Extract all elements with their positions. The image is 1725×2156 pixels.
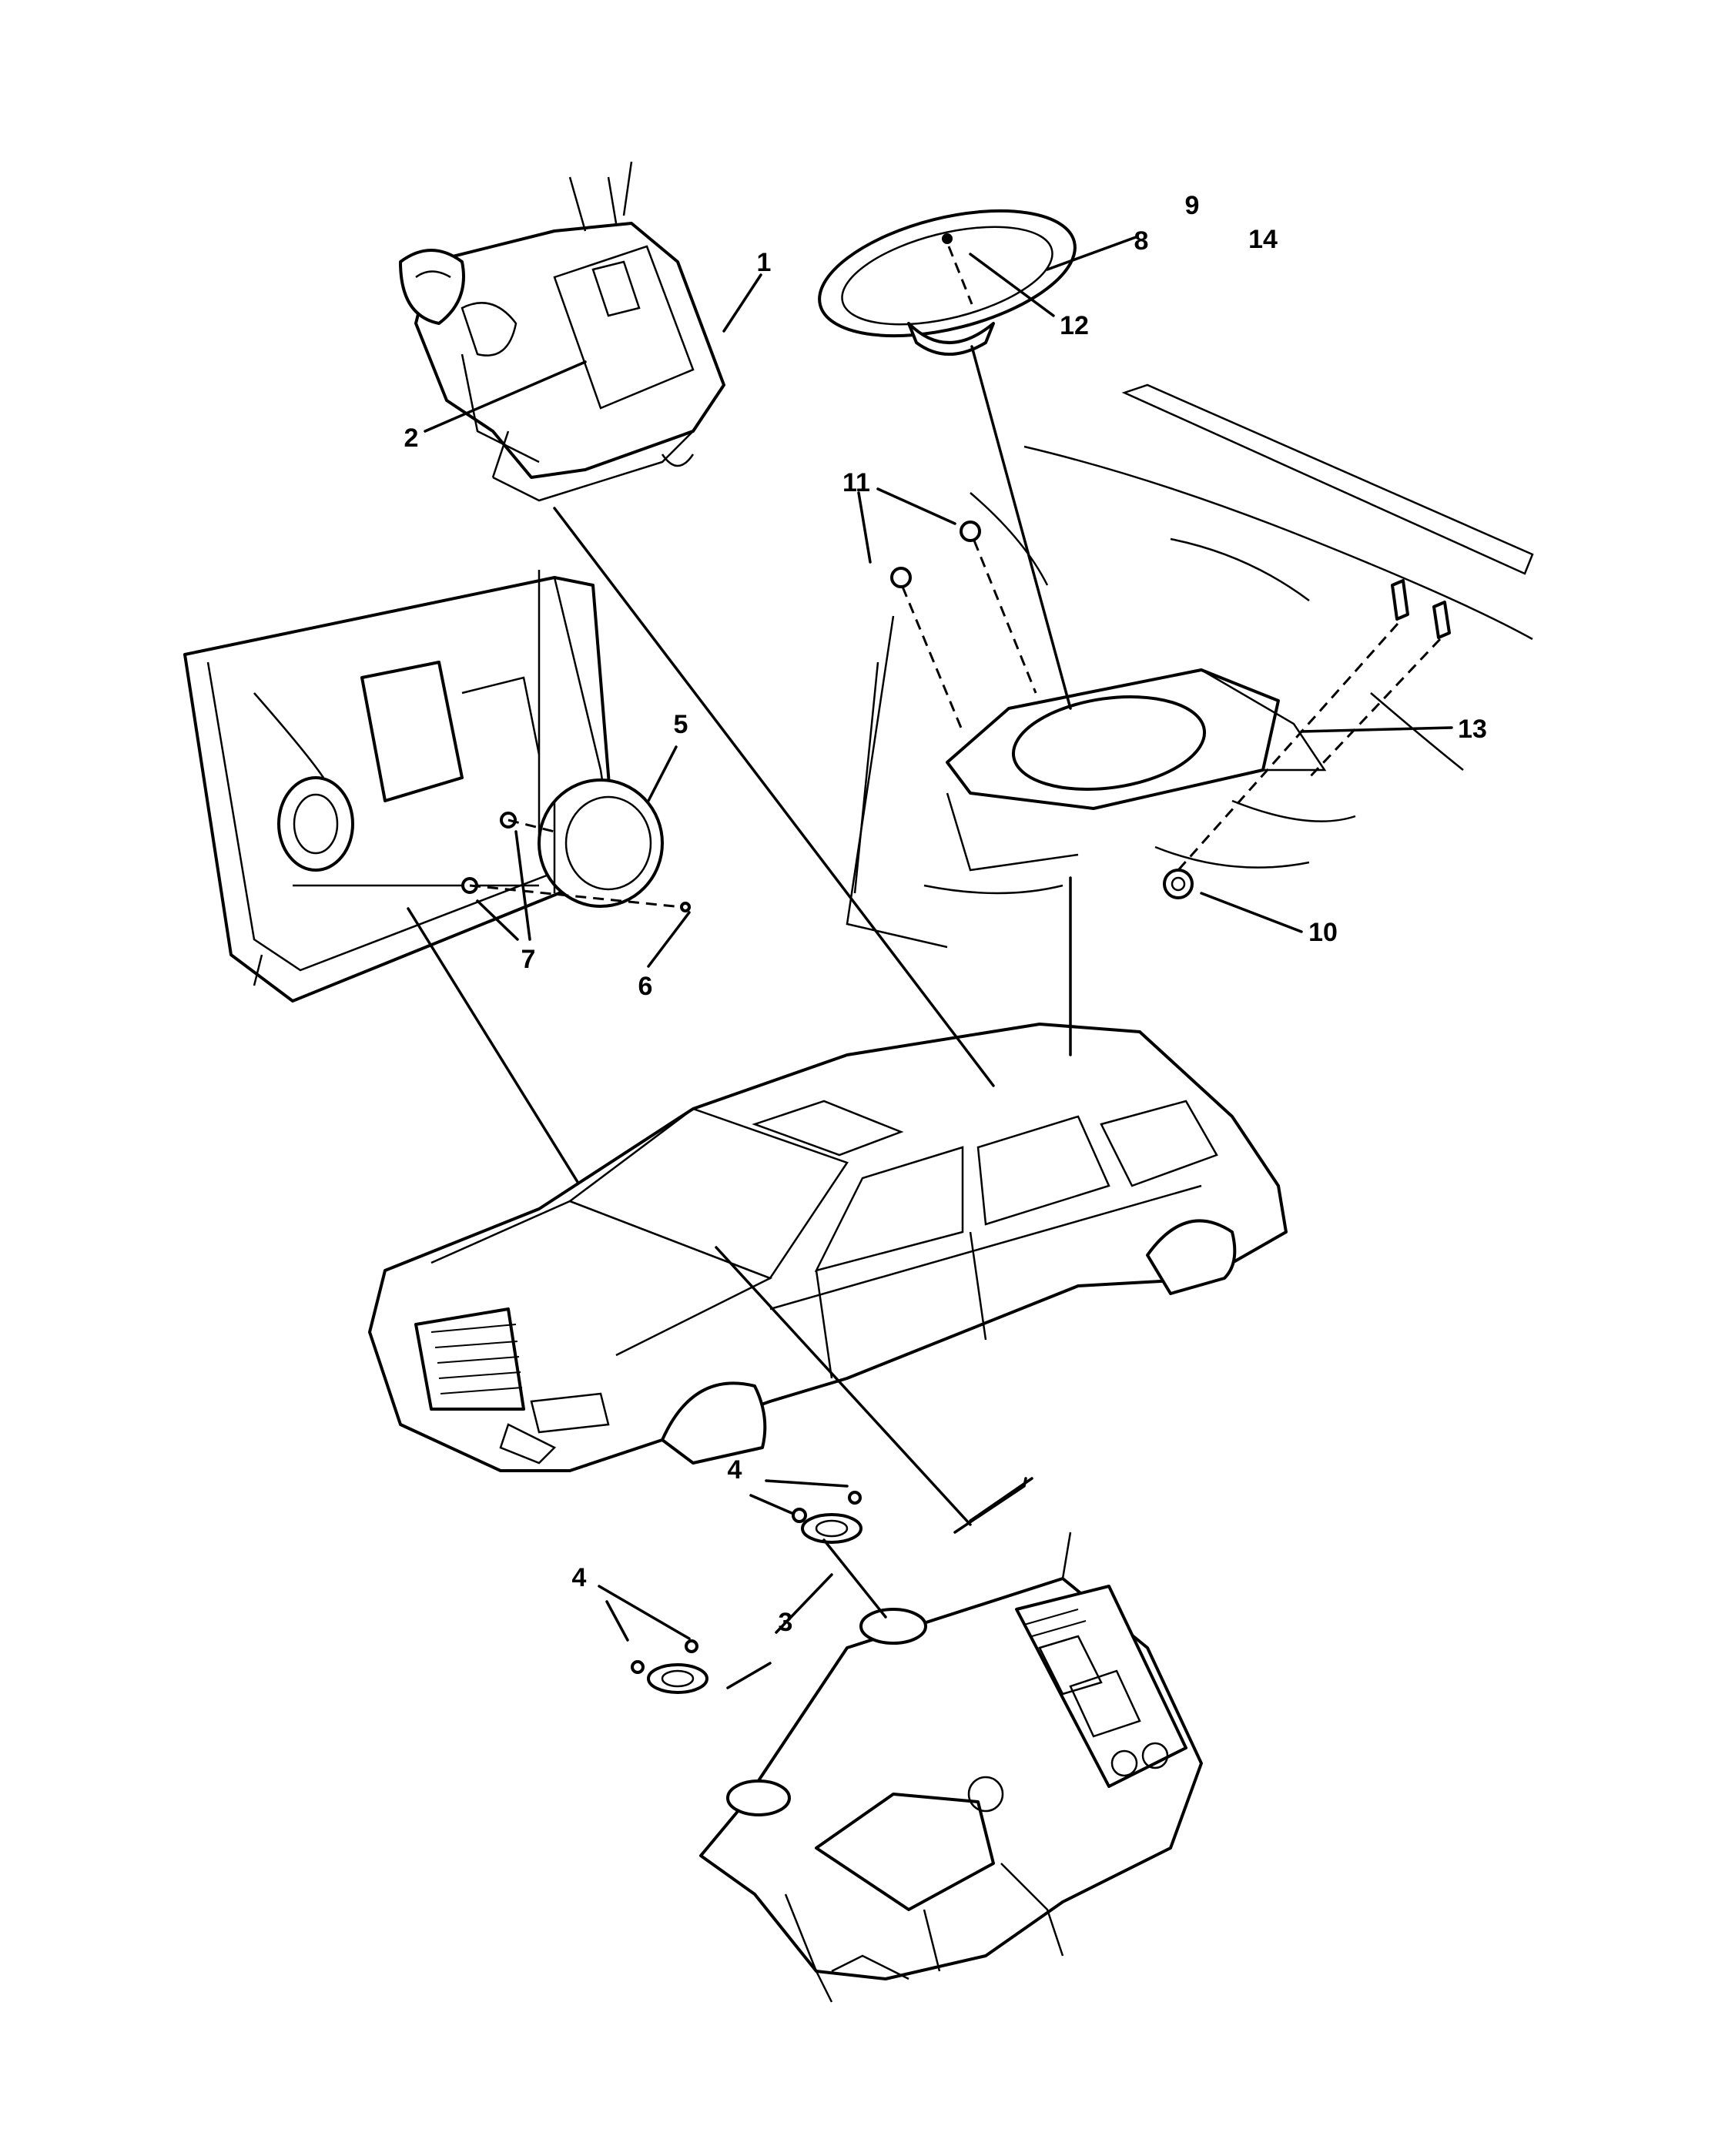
callout-8: 8 bbox=[1134, 226, 1149, 256]
rear-speaker bbox=[818, 209, 1077, 356]
callout-3: 3 bbox=[779, 1608, 793, 1637]
callout-9: 9 bbox=[1185, 191, 1200, 220]
callout-10: 10 bbox=[1308, 918, 1338, 947]
front-door-assembly bbox=[183, 570, 691, 1003]
callout-4-lower: 4 bbox=[572, 1563, 587, 1592]
callout-5: 5 bbox=[674, 710, 688, 739]
callout-pointers bbox=[424, 236, 1453, 1689]
callout-4-upper: 4 bbox=[728, 1455, 742, 1485]
rear-shelf-panel bbox=[846, 345, 1534, 949]
tweeter-link bbox=[822, 1538, 887, 1619]
callout-7: 7 bbox=[521, 945, 536, 974]
tweeter-lower bbox=[631, 1639, 708, 1694]
callout-14: 14 bbox=[1248, 225, 1278, 254]
tweeter-upper bbox=[792, 1491, 862, 1544]
amplifier-assembly bbox=[399, 161, 725, 502]
vehicle-body bbox=[368, 1023, 1288, 1472]
callout-6: 6 bbox=[638, 972, 653, 1001]
callout-11: 11 bbox=[842, 468, 870, 497]
callout-2: 2 bbox=[404, 424, 419, 453]
instrument-panel bbox=[699, 1532, 1203, 2003]
callout-12: 12 bbox=[1060, 311, 1089, 340]
callout-13: 13 bbox=[1458, 715, 1487, 744]
callout-1: 1 bbox=[757, 248, 772, 277]
callout-labels: 1 2 3 4 4 5 6 7 8 9 10 11 12 13 14 bbox=[404, 191, 1487, 1637]
leader-lines bbox=[407, 507, 1072, 1526]
